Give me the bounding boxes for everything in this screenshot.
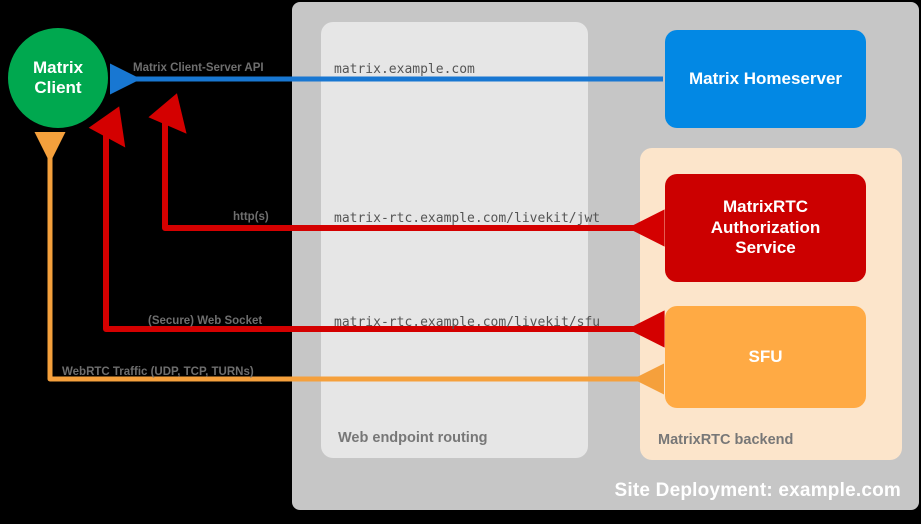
matrix-client-label-line2: Client [34,78,82,97]
node-matrixrtc-authorization-service[interactable]: MatrixRTC Authorization Service [665,174,866,282]
authorization-service-label: MatrixRTC Authorization Service [711,197,821,258]
protocol-label-https: http(s) [233,211,269,223]
arrow-webrtc-line [34,131,661,382]
endpoint-livekit-sfu: matrix-rtc.example.com/livekit/sfu [334,315,601,330]
endpoint-livekit-jwt: matrix-rtc.example.com/livekit/jwt [334,211,601,226]
protocol-label-client-server-api: Matrix Client-Server API [133,62,264,74]
arrow-websocket-line [103,120,661,332]
matrixrtc-backend-label: MatrixRTC backend [658,432,794,448]
node-matrix-homeserver[interactable]: Matrix Homeserver [665,30,866,128]
node-matrix-client[interactable]: Matrix Client [8,28,108,128]
matrix-client-label-line1: Matrix [32,57,84,77]
arrow-websocket-head-client [88,106,126,148]
site-deployment-label: Site Deployment: example.com [614,480,901,501]
authorization-service-label-line3: Service [735,238,796,258]
protocol-label-websocket: (Secure) Web Socket [148,315,263,327]
web-endpoint-routing-label: Web endpoint routing [338,430,488,446]
node-sfu[interactable]: SFU [665,306,866,408]
arrow-https-line [162,108,661,231]
authorization-service-label-line1: MatrixRTC [722,197,808,217]
web-endpoint-routing-container: Web endpoint routing [321,22,588,458]
sfu-label: SFU [748,346,783,366]
protocol-label-webrtc: WebRTC Traffic (UDP, TCP, TURNs) [62,366,254,378]
matrix-homeserver-label: Matrix Homeserver [688,68,843,88]
authorization-service-label-line2: Authorization [710,217,821,237]
arrow-https-head-client [148,93,187,134]
endpoint-matrix-homeserver: matrix.example.com [334,62,475,77]
